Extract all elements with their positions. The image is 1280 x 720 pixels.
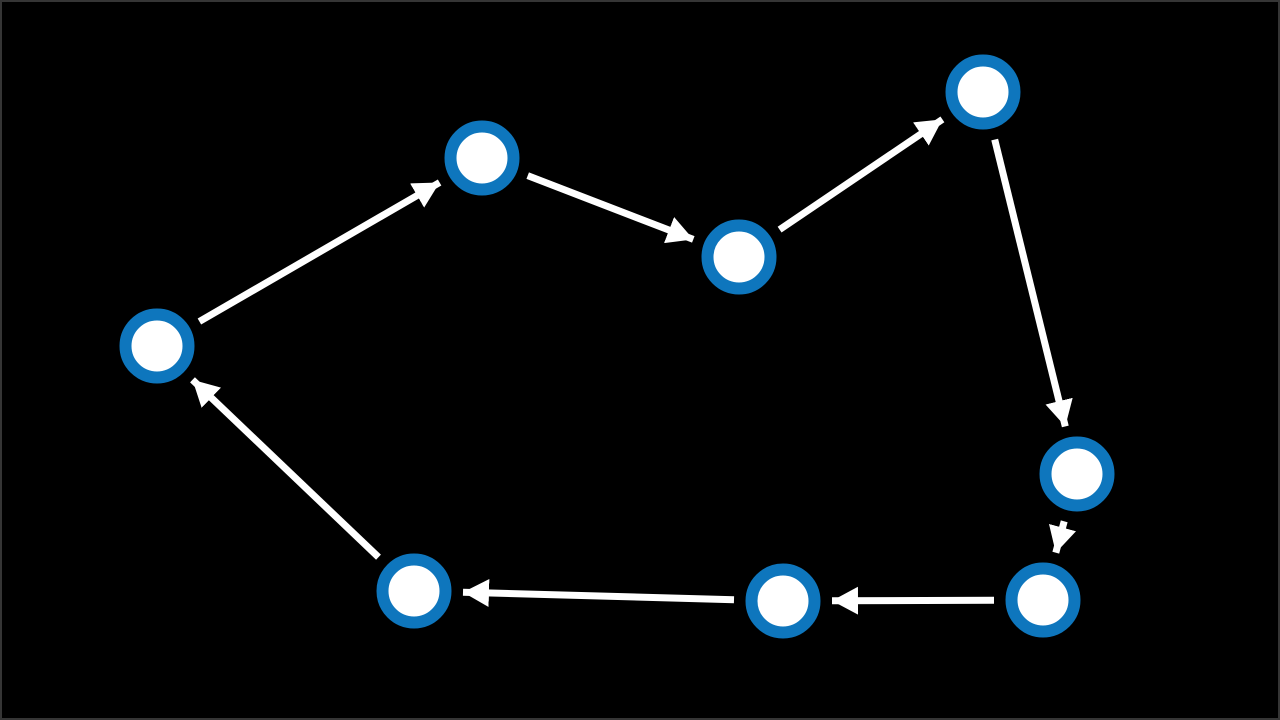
graph-node (945, 54, 1021, 130)
graph-node (444, 120, 520, 196)
graph-node (701, 219, 777, 295)
graph-edge-arrow (190, 377, 381, 560)
graph-node (119, 308, 195, 384)
graph-edge-arrow (777, 116, 945, 233)
graph-edge-arrow (991, 138, 1073, 428)
graph-node (745, 563, 821, 639)
graph-node (1005, 562, 1081, 638)
graph-edge-arrow (1048, 520, 1077, 554)
graph-node (376, 553, 452, 629)
graph-edge-arrow (197, 179, 442, 325)
graph-edge-arrow (526, 172, 695, 244)
graph-edge-arrow (831, 586, 995, 615)
graph-edge-arrow (462, 579, 735, 608)
graph-node (1039, 436, 1115, 512)
